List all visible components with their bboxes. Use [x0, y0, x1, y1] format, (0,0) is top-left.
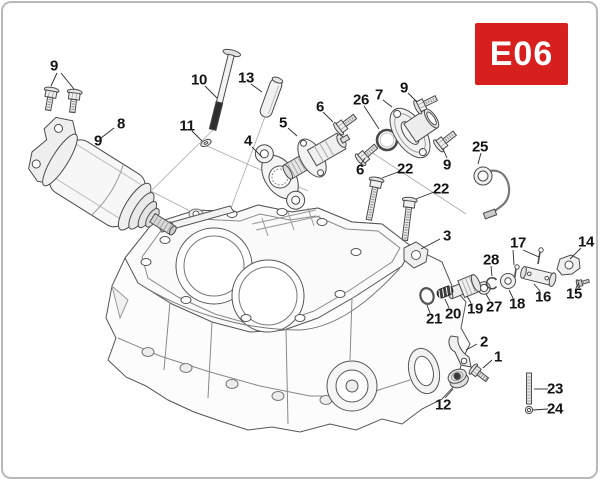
callout-21-27[interactable]: 21: [425, 310, 443, 328]
long-through-bolt-10: [204, 48, 241, 132]
left-pocket: [112, 286, 128, 318]
starter-motor: [19, 110, 196, 257]
callout-4-6[interactable]: 4: [243, 132, 253, 150]
bracket-2: [449, 336, 471, 367]
cylinder-bore-right: [232, 260, 304, 332]
callout-19-25[interactable]: 19: [466, 300, 484, 318]
callout-9-11[interactable]: 9: [399, 79, 409, 97]
callout-26-9[interactable]: 26: [352, 91, 370, 109]
callout-10-3[interactable]: 10: [190, 71, 208, 89]
crankcase-assembly: [106, 205, 470, 432]
head-gasket-outline: [142, 214, 400, 324]
callout-18-23[interactable]: 18: [508, 295, 526, 313]
bracket-14: [557, 255, 580, 275]
callout-8-1[interactable]: 8: [116, 115, 126, 133]
sensor-25: [474, 167, 509, 219]
callout-3-17[interactable]: 3: [442, 227, 452, 245]
callout-28-20[interactable]: 28: [482, 251, 500, 269]
snap-ring-28: [487, 278, 497, 289]
callout-9-2[interactable]: 9: [93, 132, 103, 150]
spring-20: [436, 285, 454, 299]
callout-20-26[interactable]: 20: [444, 305, 462, 323]
cotter-pins-17: [514, 248, 543, 282]
callout-13-4[interactable]: 13: [237, 69, 255, 87]
idle-gear-assembly-5: [275, 119, 359, 192]
callout-11-5[interactable]: 11: [179, 117, 195, 135]
dowel-pin-13: [259, 76, 284, 119]
callout-6-8[interactable]: 6: [315, 98, 325, 116]
callout-leader-lines: [51, 73, 581, 410]
retaining-clip-11: [200, 138, 213, 148]
callout-9-12[interactable]: 9: [442, 156, 452, 174]
case-bolt-22b: [395, 195, 419, 243]
callout-2-28[interactable]: 2: [479, 333, 489, 351]
callout-25-16[interactable]: 25: [471, 138, 489, 156]
callout-24-32[interactable]: 24: [546, 400, 564, 418]
o-ring-21: [418, 286, 435, 305]
callout-1-29[interactable]: 1: [493, 348, 503, 366]
flange-bolt-9d: [430, 125, 461, 155]
callout-22-14[interactable]: 22: [396, 160, 414, 178]
clutch-housing-boss: [327, 361, 377, 411]
callout-17-18[interactable]: 17: [509, 234, 527, 252]
side-opening: [404, 345, 444, 397]
page-code-badge: E06: [475, 23, 568, 85]
callout-27-24[interactable]: 27: [485, 298, 503, 316]
starter-bolt-b: [63, 87, 84, 115]
callout-7-10[interactable]: 7: [374, 86, 384, 104]
sensor-wire: [490, 171, 509, 212]
callout-12-30[interactable]: 12: [434, 396, 452, 414]
starter-bolt-a: [39, 84, 61, 113]
grommet-12: [446, 366, 471, 390]
callout-22-15[interactable]: 22: [432, 180, 450, 198]
flange-bolt-6a: [330, 109, 361, 138]
callout-23-31[interactable]: 23: [546, 380, 564, 398]
breather-ladder-bracket: [252, 208, 320, 236]
outlet-flange-7: [382, 93, 451, 165]
clevis-pin-16: [519, 265, 557, 287]
stud-23: [527, 373, 532, 404]
callout-9-0[interactable]: 9: [49, 57, 59, 75]
case-bosses: [142, 209, 332, 405]
page-code-text: E06: [489, 34, 554, 73]
case-bolt-22a: [360, 174, 386, 223]
callout-14-19[interactable]: 14: [577, 233, 595, 251]
callout-16-21[interactable]: 16: [534, 288, 552, 306]
callout-6-13[interactable]: 6: [355, 161, 365, 179]
callout-5-7[interactable]: 5: [278, 114, 288, 132]
callout-15-22[interactable]: 15: [565, 285, 583, 303]
